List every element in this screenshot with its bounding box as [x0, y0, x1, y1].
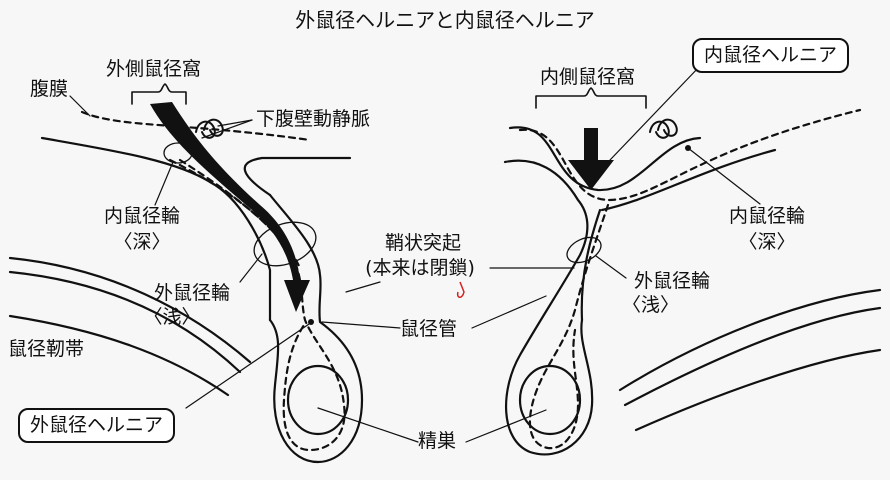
deep-ring-right-label: 内鼠径輪 [728, 205, 805, 227]
superficial-ring-right-sub: 〈浅〉 [622, 294, 680, 316]
leader-testis-right [465, 409, 547, 443]
deep-ring-left-label: 内鼠径輪 [103, 205, 180, 227]
canal-diagonal-right [580, 208, 602, 322]
canal-top-outline [243, 156, 352, 197]
abdominal-wall-line-right [508, 126, 702, 192]
muscle-layer-line [8, 314, 230, 397]
vessel-curl-right [657, 118, 678, 137]
leader-processus-left [345, 281, 381, 293]
deep-ring-left-sub: 〈深〉 [113, 231, 171, 253]
leader-superficial-ring-right [595, 255, 627, 279]
peritoneum-line [80, 110, 312, 142]
canal-inner-right [600, 148, 777, 212]
leader-testis-left [317, 407, 419, 443]
canal-right-wall [268, 193, 364, 464]
ring-dot-left [308, 319, 314, 325]
red-mark [456, 281, 465, 298]
superficial-ring-left-label: 外鼠径輪 [153, 282, 230, 304]
testis-right [518, 364, 582, 436]
muscle-layer-line [8, 270, 242, 374]
lateral-fossa-label: 外側鼠径窩 [106, 58, 202, 80]
canal-outer-right [503, 159, 594, 456]
indirect-hernia-label: 外鼠径ヘルニア [18, 408, 176, 443]
bracket-right [535, 87, 647, 109]
testis-label: 精巣 [418, 430, 457, 452]
leader-vessels [217, 119, 253, 127]
medial-fossa-label: 内側鼠径窩 [540, 66, 636, 88]
peritoneum-line-right [518, 108, 862, 202]
vessel-curl-right [649, 120, 670, 139]
muscle-layer-line-right [623, 306, 882, 407]
leader-deep-ring-right [687, 147, 761, 205]
leader-inguinal-canal-left [321, 321, 401, 329]
superficial-ring-left-sub: 〈浅〉 [143, 306, 201, 328]
inguinal-ligament-label: 鼠径靭帯 [8, 338, 85, 360]
testis-left [286, 364, 350, 436]
leader-hernia-left [185, 321, 313, 409]
superficial-ring-marker-right [566, 236, 602, 264]
deep-ring-right-sub: 〈深〉 [738, 231, 796, 253]
leader-direct-hernia [609, 65, 701, 161]
ring-dot-right [685, 145, 691, 151]
processus-vaginalis-label: 鞘状突起 [384, 232, 461, 254]
bracket-left [131, 83, 187, 105]
processus-vaginalis-sub: (本来は閉鎖) [365, 257, 475, 279]
leader-peritoneum [69, 95, 91, 117]
direct-hernia-arrow [568, 128, 614, 190]
diagram-title: 外鼠径ヘルニアと内鼠径ヘルニア [295, 8, 595, 32]
direct-hernia-label: 内鼠径ヘルニア [692, 38, 850, 73]
sac-dashed-right [528, 203, 610, 450]
muscle-layer-line-right [634, 348, 882, 432]
peritoneum-label: 腹膜 [30, 78, 69, 100]
leader-inguinal-canal-right [471, 295, 547, 329]
inguinal-canal-label: 鼠径管 [400, 318, 458, 340]
leader-vessels [201, 119, 253, 139]
canal-left-wall [268, 318, 320, 464]
vessel-curl-left [195, 120, 216, 139]
indirect-hernia-arrow [150, 102, 310, 312]
leader-superficial-ring-left [239, 253, 263, 283]
superficial-ring-right-label: 外鼠径輪 [633, 270, 710, 292]
muscle-layer-line [8, 256, 252, 364]
vessel-curl-left [203, 118, 224, 137]
leader-deep-ring-left [154, 161, 174, 206]
muscle-layer-line-right [618, 288, 882, 392]
inferior-epigastric-vessels-label: 下腹壁動静脈 [256, 108, 371, 130]
